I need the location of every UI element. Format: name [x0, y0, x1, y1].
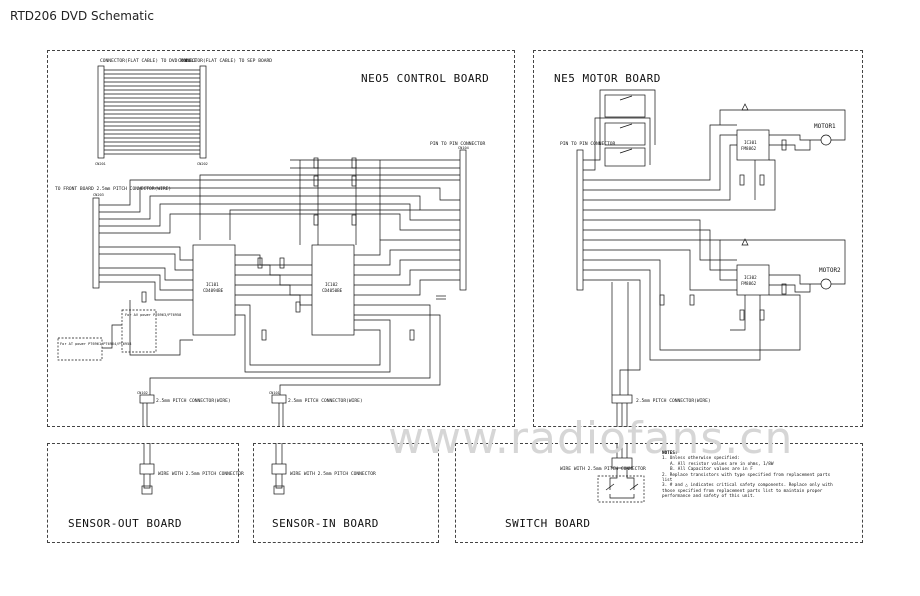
switch-connector-caption: WIRE WITH 2.5mm PITCH CONNECTOR	[560, 466, 646, 472]
sensor-out-connector	[139, 463, 155, 475]
flat-cable-bus	[104, 69, 200, 155]
motor2-label: MOTOR2	[819, 267, 841, 274]
ic101-label: IC101	[206, 282, 219, 287]
control-wiring	[99, 159, 460, 395]
document-title: RTD206 DVD Schematic	[10, 9, 154, 23]
motor-passives	[659, 139, 787, 321]
sensor-in-board-frame	[253, 443, 439, 543]
ic102-chip	[311, 244, 355, 336]
motor-connector-caption: PIN TO PIN CONNECTOR	[560, 141, 616, 147]
ic302-part: FM8862	[741, 281, 757, 286]
option-box-2	[57, 337, 103, 361]
sensor-out-board-title: SENSOR-OUT BOARD	[68, 517, 182, 530]
ic301-chip	[736, 129, 770, 161]
ic301-part: FM8862	[741, 146, 757, 151]
motor1-symbol	[820, 134, 832, 146]
sensor-in-board-title: SENSOR-IN BOARD	[272, 517, 379, 530]
motor1-label: MOTOR1	[814, 123, 836, 130]
ic302-chip	[736, 264, 770, 296]
neo5-control-board-frame	[47, 50, 515, 427]
cn101-caption: 2.5mm PITCH CONNECTOR(WIRE)	[288, 398, 363, 404]
control-right-caption: PIN TO PIN CONNECTOR	[430, 141, 486, 147]
cn102-label: CN102	[137, 391, 148, 395]
ic302-label: IC302	[744, 275, 757, 280]
note-3: 3. # and △ indicates critical safety com…	[662, 483, 833, 500]
motor-wiring	[583, 89, 846, 395]
ic101-part: CD4094BE	[203, 288, 224, 293]
ic102-label: IC102	[325, 282, 338, 287]
cn103-connector	[139, 394, 155, 404]
motor2-symbol	[820, 278, 832, 290]
front-board-connector	[92, 197, 100, 289]
option-note-1: For AV power PT6963/PT6958	[125, 313, 181, 317]
cn201-caption: CONNECTOR(FLAT CABLE) TO DVD MODULE	[100, 58, 197, 64]
switch-board-title: SWITCH BOARD	[505, 517, 591, 530]
switch-board-frame	[455, 443, 863, 543]
notes-heading: NOTES:	[662, 451, 678, 456]
sensor-in-connector	[271, 463, 287, 475]
switch-blocks	[604, 94, 646, 167]
cn201-connector	[97, 65, 105, 159]
note-1b: B. All Capacitor values are in F	[670, 467, 753, 473]
control-passives	[141, 157, 446, 341]
ne5-motor-board-frame	[533, 50, 863, 427]
cn101-connector	[271, 394, 287, 404]
note-1a: A. All resistor values are in ohms, 1/8W	[670, 461, 774, 467]
sensor-out-board-frame	[47, 443, 239, 543]
sensor-out-photo	[141, 485, 153, 495]
control-board-title: NEO5 CONTROL BOARD	[361, 72, 490, 85]
sensor-out-connector-caption: WIRE WITH 2.5mm PITCH CONNECTOR	[158, 471, 244, 477]
cn201-label: CN201	[95, 162, 106, 166]
cn104-label: CN104	[458, 146, 469, 150]
control-right-connector	[459, 149, 467, 291]
ic102-part: CD4050BE	[322, 288, 343, 293]
motor-board-title: NE5 MOTOR BOARD	[554, 72, 661, 85]
cn203-label: CN203	[93, 193, 104, 197]
sensor-in-photo	[273, 485, 285, 495]
cn202-connector	[199, 65, 207, 159]
cn202-caption: CONNECTOR(FLAT CABLE) TO SEP BOARD	[178, 58, 272, 64]
sensor-in-connector-caption: WIRE WITH 2.5mm PITCH CONNECTOR	[290, 471, 376, 477]
cn101-label: CN101	[269, 391, 280, 395]
option-note-2: For AT power PT6961/PT6964/PT6958	[60, 342, 131, 346]
motor-bottom-caption: 2.5mm PITCH CONNECTOR(WIRE)	[636, 398, 711, 404]
motor-left-connector	[576, 149, 584, 291]
option-box-1	[121, 309, 157, 353]
motor-bottom-connector	[611, 394, 633, 404]
cn202-label: CN202	[197, 162, 208, 166]
cn102-caption: 2.5mm PITCH CONNECTOR(WIRE)	[156, 398, 231, 404]
front-board-caption: TO FRONT BOARD 2.5mm PITCH CONNECTOR(WIR…	[55, 186, 171, 192]
note-1: 1. Unless otherwise specified:	[662, 456, 740, 462]
notes-block: NOTES: 1. Unless otherwise specified: A.…	[662, 451, 842, 500]
ic301-label: IC301	[744, 140, 757, 145]
switch-dotted-box	[597, 475, 645, 503]
note-2: 2. Replace transistors with type specifi…	[662, 472, 831, 484]
